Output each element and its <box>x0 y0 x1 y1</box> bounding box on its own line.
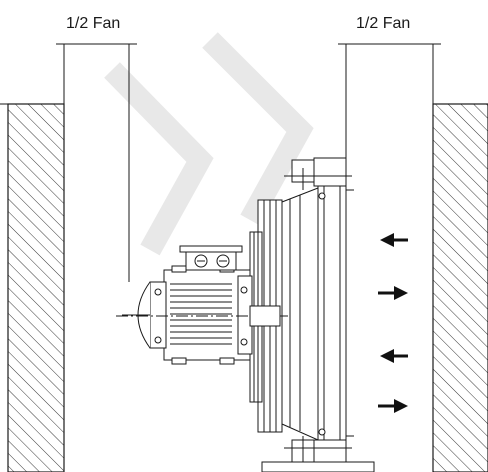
arrow-left-icon <box>380 349 408 363</box>
right-dimension-label: 1/2 Fan <box>356 15 410 32</box>
top-mounting-bracket <box>284 157 352 190</box>
left-dimension <box>56 43 137 282</box>
bottom-mounting-bracket <box>261 436 375 472</box>
arrow-left-icon <box>380 233 408 247</box>
right-wall-hatched-icon <box>432 103 488 472</box>
cooling-fins-icon <box>170 283 232 345</box>
terminal-box-icon <box>179 245 243 271</box>
left-wall-hatched-icon <box>7 103 65 472</box>
right-dimension <box>338 43 441 165</box>
fan-shroud <box>281 187 319 441</box>
shaft-centre-line <box>116 305 290 327</box>
arrow-right-icon <box>378 399 408 413</box>
watermark <box>104 32 314 256</box>
cooler-core <box>317 185 354 441</box>
left-dimension-label: 1/2 Fan <box>66 15 120 32</box>
airflow-arrows <box>378 233 408 413</box>
arrow-right-icon <box>378 286 408 300</box>
